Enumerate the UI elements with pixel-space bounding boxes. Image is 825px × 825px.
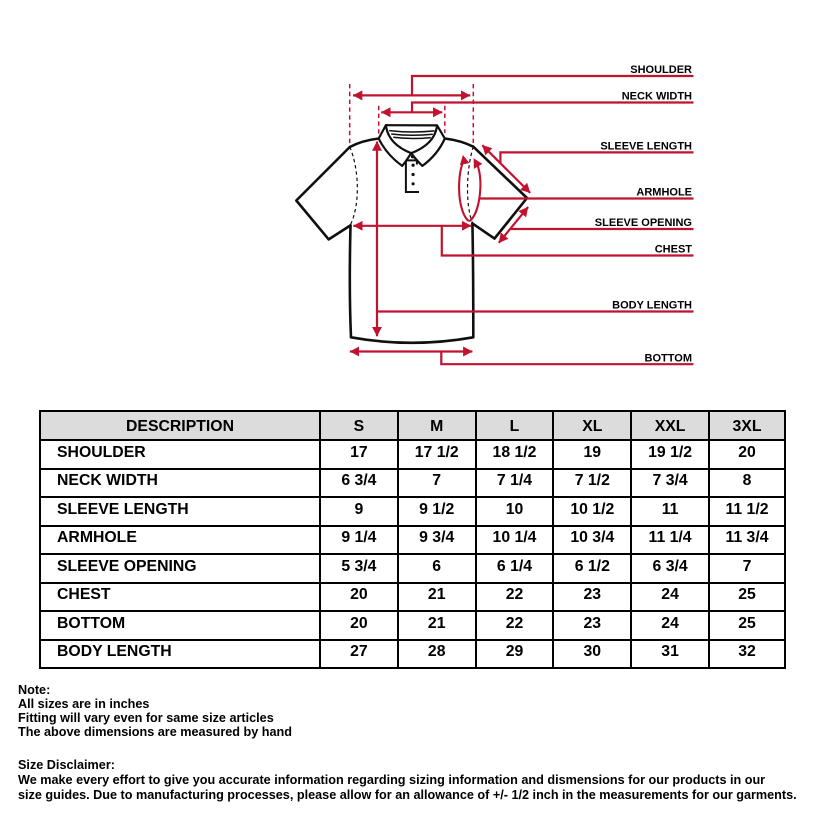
svg-text:SHOULDER: SHOULDER — [630, 64, 692, 76]
svg-text:BODY LENGTH: BODY LENGTH — [612, 300, 692, 312]
svg-text:NECK WIDTH: NECK WIDTH — [622, 91, 692, 103]
svg-text:SLEEVE LENGTH: SLEEVE LENGTH — [600, 141, 692, 153]
svg-text:SLEEVE OPENING: SLEEVE OPENING — [595, 217, 692, 229]
svg-text:ARMHOLE: ARMHOLE — [636, 187, 692, 199]
svg-text:CHEST: CHEST — [655, 244, 693, 256]
svg-text:BOTTOM: BOTTOM — [645, 352, 692, 364]
